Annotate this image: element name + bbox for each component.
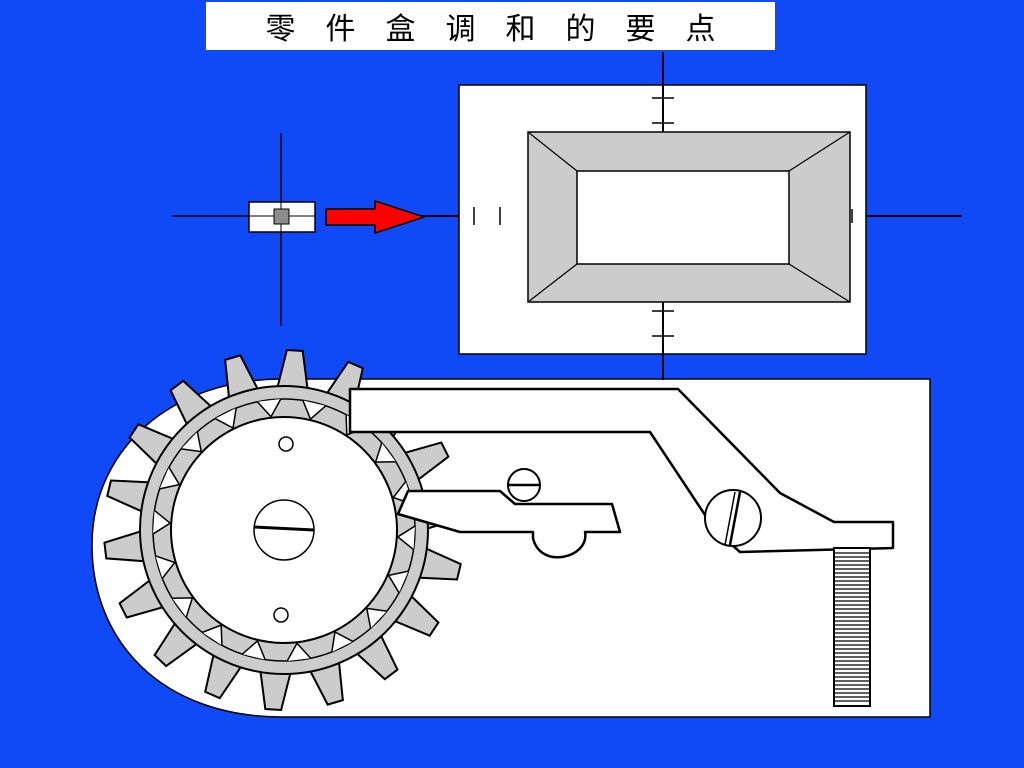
magnify-arrow [325, 199, 427, 235]
gear-hole-bottom [273, 607, 289, 623]
lever-pivot-screw-icon [704, 489, 762, 547]
adjusting-screw [833, 547, 871, 707]
slide-title: 零 件 盒 调 和 的 要 点 [265, 12, 716, 47]
gear-notch [155, 555, 176, 579]
enlarged-view-panel [458, 84, 867, 355]
small-part [248, 201, 316, 233]
gear-hole-top [278, 436, 294, 452]
screw-threads [835, 552, 869, 702]
title-box: 零 件 盒 调 和 的 要 点 [206, 2, 775, 50]
gear-notch [302, 400, 327, 421]
gear-notch [286, 641, 312, 662]
gear-notch [181, 431, 203, 453]
pawl [396, 468, 622, 559]
gear-notch [256, 398, 282, 419]
gear-center-screw-icon [253, 499, 315, 561]
gear-notch [214, 407, 237, 430]
pawl-screw-icon [507, 468, 541, 502]
gear-notch [241, 639, 266, 660]
top-lever [348, 387, 895, 554]
